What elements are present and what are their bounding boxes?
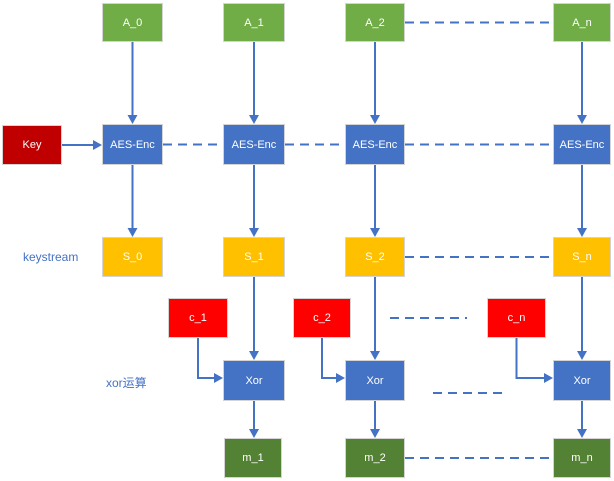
node-c_2: c_2 (293, 298, 351, 338)
node-c_1: c_1 (168, 298, 228, 338)
arrowhead-S_1-Xor_1 (249, 351, 259, 360)
edge-c_2-Xor_2 (321, 338, 337, 379)
node-a_1: A_1 (223, 3, 285, 42)
node-aes_0: AES-Enc (102, 124, 163, 165)
node-xor_1: Xor (223, 360, 285, 401)
node-key: Key (2, 125, 62, 165)
node-s_2: S_2 (345, 237, 405, 277)
arrowhead-Key-AES_0 (93, 140, 102, 150)
arrowhead-A_0-AES_0 (127, 115, 138, 124)
xor-operation-label: xor运算 (106, 376, 147, 390)
arrowhead-c_1-Xor_1 (214, 373, 223, 383)
node-s_0: S_0 (102, 237, 163, 277)
edge-c_n-Xor_n (515, 338, 545, 379)
arrowhead-Xor_2-m_2 (370, 429, 380, 438)
arrowhead-AES_2-S_2 (370, 228, 380, 237)
node-m_2: m_2 (345, 438, 405, 478)
keystream-label: keystream (23, 250, 79, 264)
edge-c_1-Xor_1 (197, 338, 215, 379)
node-xor_2: Xor (345, 360, 405, 401)
node-c_n: c_n (487, 298, 546, 338)
node-aes_2: AES-Enc (345, 124, 405, 165)
node-s_1: S_1 (223, 237, 285, 277)
arrowhead-Xor_n-m_n (577, 429, 587, 438)
arrowhead-S_n-Xor_n (577, 351, 587, 360)
arrowhead-A_2-AES_2 (370, 115, 380, 124)
node-xor_n: Xor (553, 360, 611, 401)
arrowhead-AES_0-S_0 (127, 228, 138, 237)
node-m_1: m_1 (224, 438, 282, 478)
arrowhead-AES_n-S_n (577, 228, 587, 237)
arrowhead-Xor_1-m_1 (249, 429, 259, 438)
arrowhead-c_n-Xor_n (544, 373, 553, 383)
node-aes_1: AES-Enc (223, 124, 285, 165)
arrowhead-S_2-Xor_2 (370, 351, 380, 360)
arrowhead-AES_1-S_1 (249, 228, 259, 237)
arrowhead-A_1-AES_1 (249, 115, 259, 124)
arrowhead-A_n-AES_n (577, 115, 587, 124)
node-a_2: A_2 (345, 3, 405, 42)
node-m_n: m_n (553, 438, 611, 478)
node-a_n: A_n (553, 3, 611, 42)
node-s_n: S_n (553, 237, 611, 277)
node-a_0: A_0 (102, 3, 163, 42)
arrowhead-c_2-Xor_2 (336, 373, 345, 383)
node-aes_n: AES-Enc (553, 124, 611, 165)
